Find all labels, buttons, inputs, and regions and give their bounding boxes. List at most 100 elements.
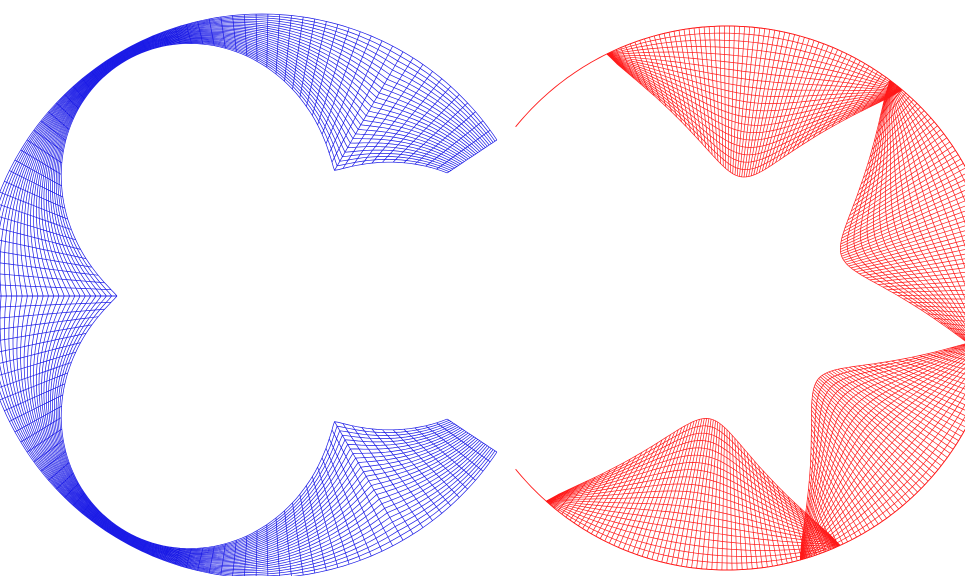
mesh-line (787, 47, 834, 155)
mesh-line (321, 31, 361, 135)
mesh-line (12, 24, 484, 297)
mesh-line (312, 24, 339, 116)
mesh-line (12, 295, 484, 568)
mesh-line (845, 367, 962, 437)
mesh-line (414, 427, 476, 481)
mesh-line (392, 94, 460, 163)
mesh-line (0, 324, 92, 341)
mesh-line (940, 322, 965, 327)
mesh-line (701, 420, 716, 569)
mesh-line (634, 41, 655, 96)
mesh-line (800, 371, 965, 561)
mesh-line (0, 380, 494, 575)
mesh-line (676, 418, 705, 566)
mesh-line (14, 405, 62, 433)
mesh-line (141, 40, 148, 52)
mesh-line (729, 432, 733, 571)
mesh-line (20, 27, 480, 297)
mesh-line (131, 45, 137, 56)
mesh-line (800, 377, 965, 561)
mesh-line (163, 546, 170, 561)
mesh-line (0, 301, 112, 308)
mesh-line (64, 94, 79, 109)
mesh-line (91, 71, 100, 82)
mesh-line (299, 494, 316, 574)
mesh-line (799, 359, 965, 561)
mesh-line (653, 35, 678, 118)
mesh-line (174, 27, 181, 44)
mesh-line (897, 359, 965, 385)
mesh-line (954, 332, 965, 336)
mesh-line (831, 65, 870, 127)
mesh-line (546, 425, 841, 546)
mesh-line (799, 363, 965, 561)
mesh-line (447, 139, 498, 174)
mesh-line (869, 267, 965, 281)
mesh-line (185, 548, 192, 568)
mesh-line (882, 280, 965, 288)
mesh-line (220, 543, 226, 576)
mesh-line (40, 120, 66, 141)
mesh-line (845, 225, 965, 263)
mesh-line (846, 230, 965, 265)
mesh-line (914, 305, 965, 309)
mesh-line (35, 33, 471, 297)
mesh-line (838, 68, 874, 124)
mesh-line (414, 111, 476, 165)
mesh-line (0, 364, 492, 573)
mesh-line (622, 434, 671, 550)
mesh-line (60, 43, 448, 297)
mesh-line (595, 452, 643, 537)
mesh-line (351, 425, 424, 528)
mesh-line (840, 195, 965, 250)
mesh-line (808, 480, 839, 547)
mesh-line (14, 159, 62, 187)
mesh-line (33, 440, 64, 463)
mesh-line (646, 423, 689, 559)
mesh-line (818, 378, 932, 478)
mesh-line (26, 428, 62, 453)
mesh-line (4, 295, 488, 570)
mesh-line (814, 384, 922, 489)
mesh-line (842, 167, 965, 236)
mesh-line (48, 37, 461, 297)
mesh-line (841, 179, 965, 242)
mesh-line (0, 295, 490, 572)
mesh-line (331, 429, 393, 547)
mesh-line (703, 26, 716, 159)
mesh-line (799, 367, 965, 561)
mesh-line (637, 427, 683, 555)
mesh-line (750, 31, 781, 176)
mesh-line (0, 251, 92, 268)
mesh-line (629, 43, 649, 91)
mesh-line (792, 49, 839, 152)
mesh-line (0, 273, 105, 284)
mesh-line (565, 476, 596, 518)
mesh-line (800, 428, 965, 561)
mesh-line (48, 462, 70, 481)
mesh-line (0, 191, 68, 220)
mesh-line (220, 16, 226, 49)
mesh-line (849, 145, 953, 216)
mesh-line (811, 409, 891, 516)
mesh-line (611, 51, 618, 65)
mesh-line (878, 276, 965, 285)
mesh-line (775, 41, 820, 163)
mesh-line (73, 86, 85, 100)
mesh-line (23, 28, 479, 297)
mesh-line (604, 445, 653, 542)
mesh-line (764, 37, 805, 170)
mesh-line (889, 80, 965, 183)
mesh-line (43, 35, 465, 297)
mesh-line (644, 38, 667, 107)
mesh-line (292, 502, 304, 576)
mesh-line (730, 26, 735, 173)
mesh-line (110, 57, 117, 67)
mesh-line (787, 496, 808, 559)
mesh-line (299, 18, 316, 98)
mesh-line (736, 26, 751, 176)
mesh-line (50, 38, 459, 297)
mesh-line (81, 78, 92, 91)
mesh-line (696, 419, 714, 569)
mesh-line (737, 441, 748, 570)
